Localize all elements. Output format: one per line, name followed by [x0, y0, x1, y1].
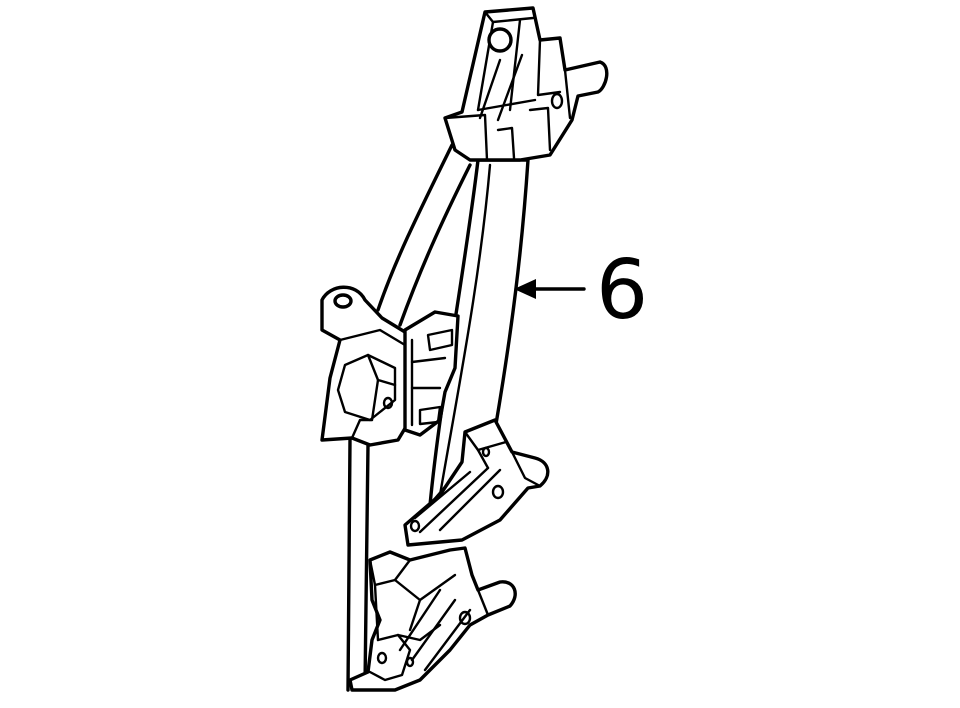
top-pivot-hole [487, 27, 513, 53]
left-cable-rail [346, 143, 472, 692]
middle-clip [403, 310, 460, 437]
mount-hole [333, 293, 353, 309]
bottom-hole-right [458, 610, 472, 626]
bottom-bracket [348, 546, 517, 692]
side-bracket [320, 285, 412, 447]
bottom-hole-center [405, 656, 415, 668]
carrier-hole-mid [491, 484, 505, 500]
top-bolt-hole [550, 92, 564, 110]
callout-number: 6 [596, 243, 648, 338]
carrier-hole-upper [481, 446, 491, 458]
callout-arrowhead [514, 279, 536, 299]
carrier-hole-lower [409, 519, 421, 533]
callout-6: 6 [514, 243, 648, 338]
bottom-hole-left [376, 651, 388, 665]
lower-carrier [403, 418, 550, 547]
top-bracket [443, 6, 609, 162]
